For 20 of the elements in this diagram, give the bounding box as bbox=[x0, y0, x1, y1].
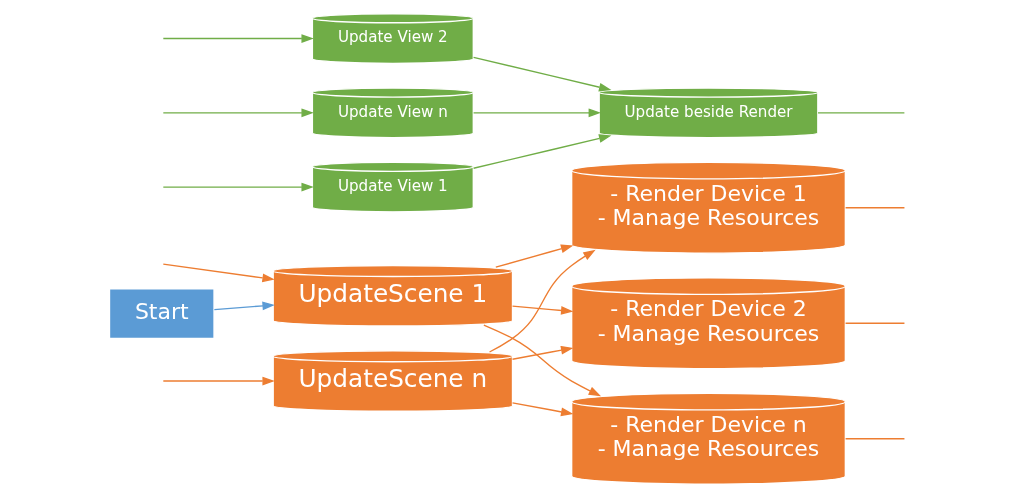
arrow bbox=[472, 56, 612, 92]
node-box: Start bbox=[108, 288, 215, 340]
arrow bbox=[488, 249, 596, 353]
arrow bbox=[162, 263, 275, 283]
arrow bbox=[162, 182, 314, 192]
connector bbox=[844, 207, 906, 209]
arrow bbox=[162, 34, 314, 43]
arrow bbox=[511, 345, 574, 360]
arrow bbox=[213, 301, 275, 311]
arrow bbox=[472, 134, 612, 169]
arrow bbox=[495, 244, 574, 268]
arrow bbox=[511, 402, 574, 417]
arrow bbox=[162, 108, 314, 118]
arrow bbox=[162, 376, 275, 386]
arrow bbox=[511, 305, 574, 315]
connector bbox=[817, 112, 906, 114]
connector bbox=[844, 322, 906, 324]
connector bbox=[844, 438, 906, 440]
arrow bbox=[472, 108, 601, 118]
arrow bbox=[483, 324, 602, 397]
